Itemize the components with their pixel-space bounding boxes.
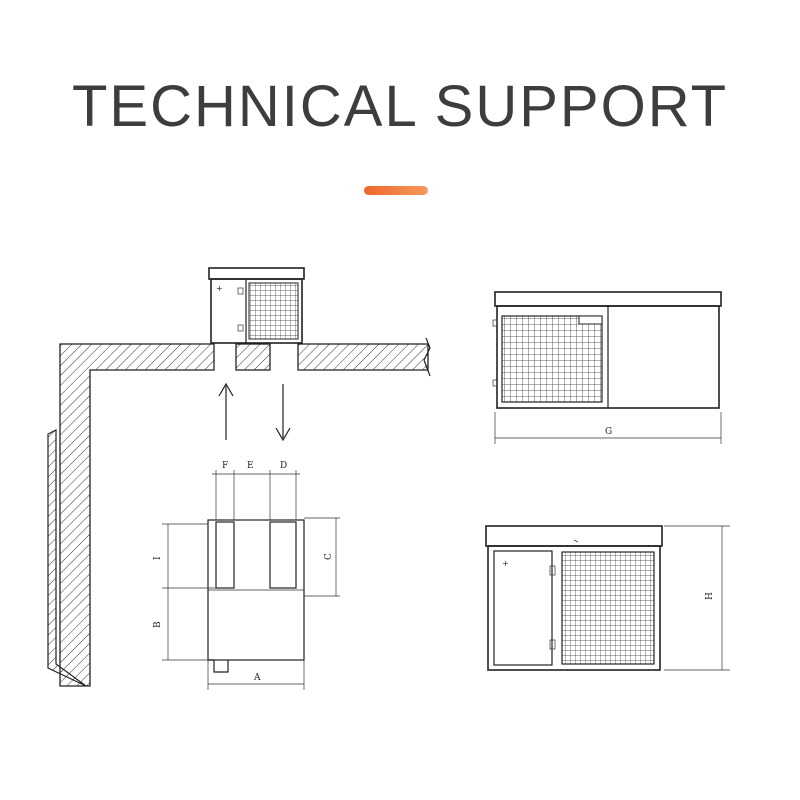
mounted-unit: + xyxy=(208,267,305,344)
arrow-up-icon xyxy=(218,382,234,440)
title-accent-bar xyxy=(364,186,428,195)
dim-label-h: H xyxy=(705,592,715,600)
unit-front-view: G xyxy=(492,291,722,444)
dim-label-c: C xyxy=(324,553,334,560)
ceiling-slab-right xyxy=(297,343,429,371)
ceiling-opening-plan: F E D I B C A xyxy=(153,461,340,690)
dim-label-d: D xyxy=(280,461,287,471)
dim-label-b: B xyxy=(153,621,163,628)
unit-side-view: + H xyxy=(485,525,730,671)
slab-divider xyxy=(235,343,271,371)
dim-label-i: I xyxy=(153,556,163,560)
installation-section-view: + xyxy=(47,267,431,690)
wall-panel xyxy=(47,429,87,687)
svg-text:+: + xyxy=(216,284,223,293)
dim-label-a: A xyxy=(253,673,261,683)
svg-text:+: + xyxy=(502,559,509,568)
arrow-down-icon xyxy=(275,384,291,442)
dim-label-g: G xyxy=(605,427,612,437)
break-mark xyxy=(423,337,431,377)
ceiling-slab xyxy=(59,343,215,687)
dim-label-f: F xyxy=(222,461,228,471)
page-title: TECHNICAL SUPPORT xyxy=(72,74,728,139)
dim-label-e: E xyxy=(247,461,254,471)
